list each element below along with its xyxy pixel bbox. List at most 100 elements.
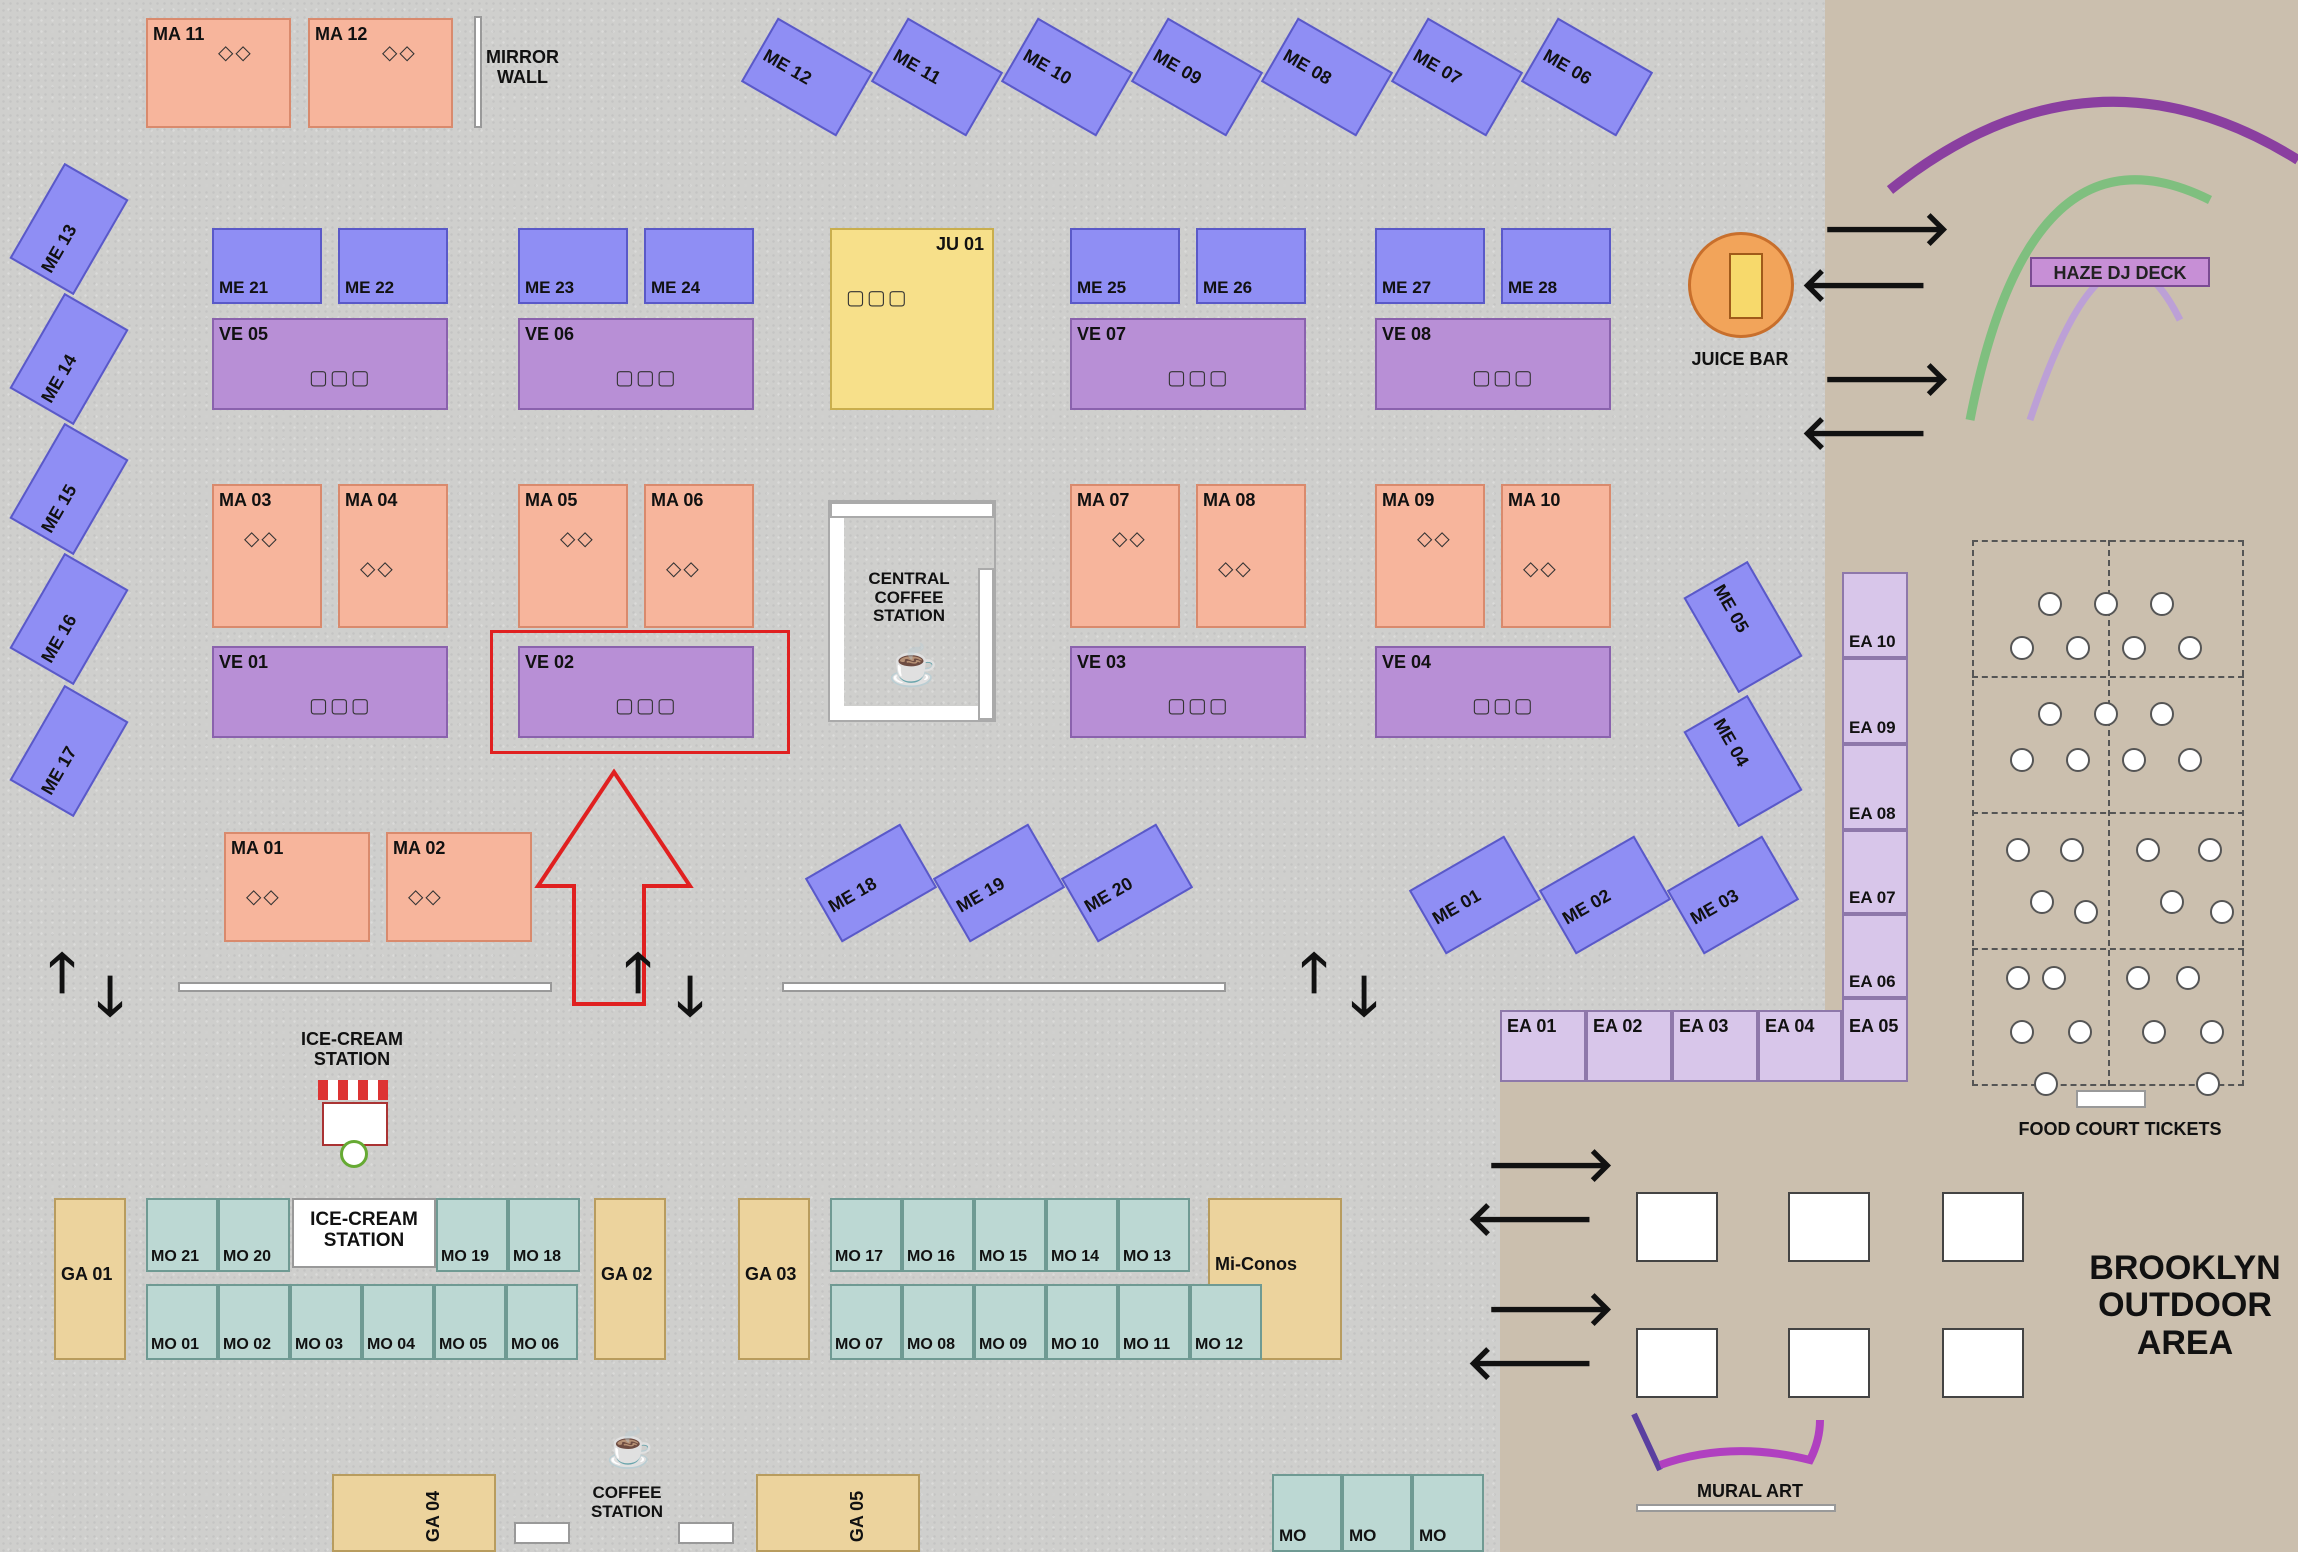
booth-mo-06[interactable]: MO 06 bbox=[506, 1284, 578, 1360]
booth-me-02[interactable]: ME 02 bbox=[1538, 835, 1672, 955]
booth-ve-07[interactable]: VE 07▢▢▢ bbox=[1070, 318, 1306, 410]
booth-mo-17[interactable]: MO 17 bbox=[830, 1198, 902, 1272]
booth-ve-03[interactable]: VE 03▢▢▢ bbox=[1070, 646, 1306, 738]
booth-mo-21[interactable]: MO 21 bbox=[146, 1198, 218, 1272]
booth-mo-01[interactable]: MO 01 bbox=[146, 1284, 218, 1360]
booth-me-04[interactable]: ME 04 bbox=[1683, 694, 1803, 828]
booth-ma-01[interactable]: MA 01◇◇ bbox=[224, 832, 370, 942]
ticket-counter bbox=[2076, 1090, 2146, 1108]
left-arrow-icon: 🡐 bbox=[1466, 1337, 1595, 1390]
booth-mo-13[interactable]: MO 13 bbox=[1118, 1198, 1190, 1272]
right-arrow-icon: 🡒 bbox=[1822, 203, 1951, 256]
booth-mo-07[interactable]: MO 07 bbox=[830, 1284, 902, 1360]
booth-me-14[interactable]: ME 14 bbox=[9, 292, 129, 426]
booth-ga-04[interactable]: GA 04 bbox=[332, 1474, 496, 1552]
booth-me-13[interactable]: ME 13 bbox=[9, 162, 129, 296]
booth-label: VE 02 bbox=[525, 652, 575, 672]
booth-ma-12[interactable]: MA 12 ◇◇ bbox=[308, 18, 453, 128]
booth-me-06[interactable]: ME 06 bbox=[1520, 17, 1654, 137]
booth-ea-07[interactable]: EA 07 bbox=[1842, 830, 1908, 914]
booth-mo-18[interactable]: MO 18 bbox=[508, 1198, 580, 1272]
booth-ea-01[interactable]: EA 01 bbox=[1500, 1010, 1586, 1082]
booth-label: ME 22 bbox=[345, 278, 395, 297]
booth-me-01[interactable]: ME 01 bbox=[1408, 835, 1542, 955]
booth-ea-03[interactable]: EA 03 bbox=[1672, 1010, 1758, 1082]
booth-label: ME 13 bbox=[37, 221, 81, 277]
booth-mo-11[interactable]: MO 11 bbox=[1118, 1284, 1190, 1360]
booth-me-20[interactable]: ME 20 bbox=[1060, 823, 1194, 943]
booth-me-25[interactable]: ME 25 bbox=[1070, 228, 1180, 304]
booth-me-28[interactable]: ME 28 bbox=[1501, 228, 1611, 304]
booth-me-24[interactable]: ME 24 bbox=[644, 228, 754, 304]
booth-me-12[interactable]: ME 12 bbox=[740, 17, 874, 137]
booth-mo-02[interactable]: MO 02 bbox=[218, 1284, 290, 1360]
booth-me-10[interactable]: ME 10 bbox=[1000, 17, 1134, 137]
booth-me-27[interactable]: ME 27 bbox=[1375, 228, 1485, 304]
booth-mo-05[interactable]: MO 05 bbox=[434, 1284, 506, 1360]
booth-me-22[interactable]: ME 22 bbox=[338, 228, 448, 304]
booth-mo-09[interactable]: MO 09 bbox=[974, 1284, 1046, 1360]
booth-ea-06[interactable]: EA 06 bbox=[1842, 914, 1908, 998]
booth-ma-07[interactable]: MA 07◇◇ bbox=[1070, 484, 1180, 628]
booth-mo-19[interactable]: MO 19 bbox=[436, 1198, 508, 1272]
booth-mo-14[interactable]: MO 14 bbox=[1046, 1198, 1118, 1272]
booth-me-16[interactable]: ME 16 bbox=[9, 552, 129, 686]
booth-ea-08[interactable]: EA 08 bbox=[1842, 744, 1908, 830]
booth-ea-05[interactable]: EA 05 bbox=[1842, 998, 1908, 1082]
booth-ga-02[interactable]: GA 02 bbox=[594, 1198, 666, 1360]
booth-ma-06[interactable]: MA 06◇◇ bbox=[644, 484, 754, 628]
mirror-wall-label: MIRROR WALL bbox=[486, 47, 559, 87]
booth-ma-03[interactable]: MA 03◇◇ bbox=[212, 484, 322, 628]
booth-me-07[interactable]: ME 07 bbox=[1390, 17, 1524, 137]
booth-ju-01[interactable]: JU 01 ▢▢▢ bbox=[830, 228, 994, 410]
booth-me-08[interactable]: ME 08 bbox=[1260, 17, 1394, 137]
booth-me-03[interactable]: ME 03 bbox=[1666, 835, 1800, 955]
booth-me-18[interactable]: ME 18 bbox=[804, 823, 938, 943]
table-seat bbox=[2210, 900, 2234, 924]
booth-mo-03[interactable]: MO 03 bbox=[290, 1284, 362, 1360]
booth-mo-20[interactable]: MO 20 bbox=[218, 1198, 290, 1272]
booth-mo-12[interactable]: MO 12 bbox=[1190, 1284, 1262, 1360]
booth-mo-16[interactable]: MO 16 bbox=[902, 1198, 974, 1272]
booth-ga-03[interactable]: GA 03 bbox=[738, 1198, 810, 1360]
booth-mo-bottom-c[interactable]: MO bbox=[1412, 1474, 1484, 1552]
booth-mo-04[interactable]: MO 04 bbox=[362, 1284, 434, 1360]
booth-me-17[interactable]: ME 17 bbox=[9, 684, 129, 818]
booth-ve-05[interactable]: VE 05▢▢▢ bbox=[212, 318, 448, 410]
booth-ma-09[interactable]: MA 09◇◇ bbox=[1375, 484, 1485, 628]
booth-ve-06[interactable]: VE 06▢▢▢ bbox=[518, 318, 754, 410]
seating-icon: ◇◇ bbox=[244, 528, 279, 550]
booth-ve-02[interactable]: VE 02▢▢▢ bbox=[518, 646, 754, 738]
booth-me-15[interactable]: ME 15 bbox=[9, 422, 129, 556]
mural-wall bbox=[1636, 1504, 1836, 1512]
booth-mo-08[interactable]: MO 08 bbox=[902, 1284, 974, 1360]
booth-mo-bottom-b[interactable]: MO bbox=[1342, 1474, 1412, 1552]
booth-ma-05[interactable]: MA 05◇◇ bbox=[518, 484, 628, 628]
booth-ga-01[interactable]: GA 01 bbox=[54, 1198, 126, 1360]
booth-mo-15[interactable]: MO 15 bbox=[974, 1198, 1046, 1272]
booth-me-11[interactable]: ME 11 bbox=[870, 17, 1004, 137]
booth-mo-bottom-a[interactable]: MO bbox=[1272, 1474, 1342, 1552]
booth-ma-04[interactable]: MA 04◇◇ bbox=[338, 484, 448, 628]
booth-me-26[interactable]: ME 26 bbox=[1196, 228, 1306, 304]
seating-icon: ◇◇ bbox=[1417, 528, 1452, 550]
booth-ma-11[interactable]: MA 11 ◇◇ bbox=[146, 18, 291, 128]
booth-ea-04[interactable]: EA 04 bbox=[1758, 1010, 1842, 1082]
booth-me-23[interactable]: ME 23 bbox=[518, 228, 628, 304]
booth-mo-10[interactable]: MO 10 bbox=[1046, 1284, 1118, 1360]
booth-ga-05[interactable]: GA 05 bbox=[756, 1474, 920, 1552]
booth-ve-04[interactable]: VE 04▢▢▢ bbox=[1375, 646, 1611, 738]
booth-ve-08[interactable]: VE 08▢▢▢ bbox=[1375, 318, 1611, 410]
booth-ea-10[interactable]: EA 10 bbox=[1842, 572, 1908, 658]
booth-ma-02[interactable]: MA 02◇◇ bbox=[386, 832, 532, 942]
booth-ma-08[interactable]: MA 08◇◇ bbox=[1196, 484, 1306, 628]
booth-ve-01[interactable]: VE 01▢▢▢ bbox=[212, 646, 448, 738]
booth-ea-02[interactable]: EA 02 bbox=[1586, 1010, 1672, 1082]
booth-me-05[interactable]: ME 05 bbox=[1683, 560, 1803, 694]
booth-ea-09[interactable]: EA 09 bbox=[1842, 658, 1908, 744]
booth-me-09[interactable]: ME 09 bbox=[1130, 17, 1264, 137]
booth-ma-10[interactable]: MA 10◇◇ bbox=[1501, 484, 1611, 628]
booth-me-21[interactable]: ME 21 bbox=[212, 228, 322, 304]
booth-me-19[interactable]: ME 19 bbox=[932, 823, 1066, 943]
ice-cream-station-box[interactable]: ICE-CREAM STATION bbox=[292, 1198, 436, 1268]
